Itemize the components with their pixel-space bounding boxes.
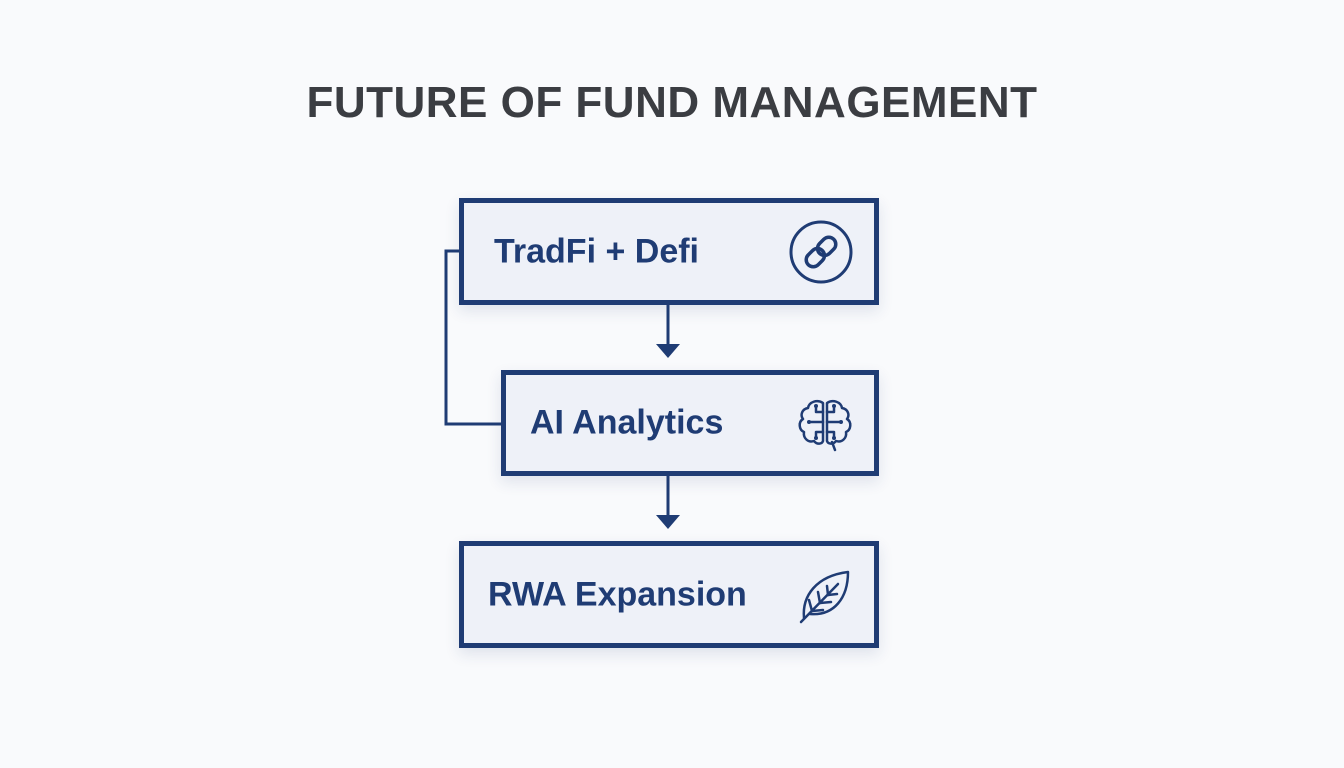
leaf-icon	[792, 562, 858, 628]
step-label-rwa-expansion: RWA Expansion	[488, 575, 747, 613]
link-icon	[788, 219, 854, 285]
step-box-rwa-expansion: RWA Expansion	[459, 541, 879, 648]
step-label-ai-analytics: AI Analytics	[530, 403, 724, 442]
brain-icon	[792, 390, 858, 456]
step-box-tradfi-defi: TradFi + Defi	[459, 198, 879, 305]
step-label-tradfi-defi: TradFi + Defi	[494, 232, 699, 270]
arrowhead-1-2	[656, 344, 680, 358]
side-bracket-connector	[444, 249, 501, 426]
arrowhead-2-3	[656, 515, 680, 529]
diagram-title: FUTURE OF FUND MANAGEMENT	[306, 78, 1038, 127]
step-box-ai-analytics: AI Analytics	[501, 370, 879, 476]
